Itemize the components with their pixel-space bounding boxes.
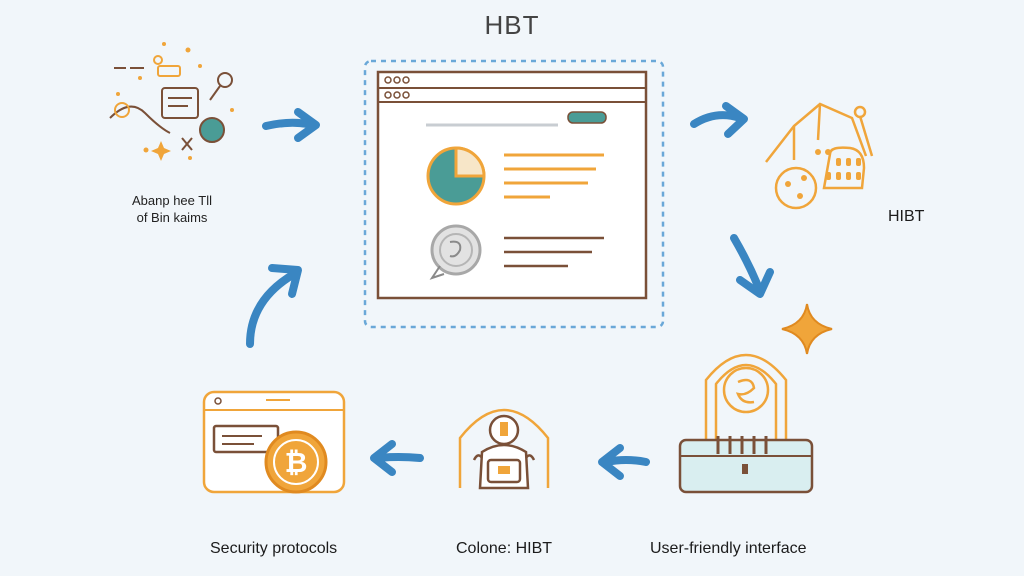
text-lines-brown	[504, 236, 604, 268]
svg-text:₿: ₿	[285, 447, 308, 478]
bitcoin-wallet-icon: ₿	[202, 390, 346, 494]
text-lines-orange	[504, 153, 604, 199]
arrow-down-right	[730, 234, 774, 298]
bottom-center-caption: Colone: HIBT	[456, 540, 553, 557]
arrow-left-bottom-right	[598, 444, 650, 480]
star-icon	[781, 303, 833, 355]
dome-coin-device-icon	[678, 353, 814, 494]
arrow-up-left	[246, 264, 302, 348]
top-left-caption-line1: Abanp hee Tll	[132, 193, 212, 208]
silver-coin-icon	[429, 224, 482, 280]
pie-chart-icon	[426, 146, 486, 206]
basket-coins-icon	[765, 102, 874, 210]
right-label: HIBT	[888, 208, 925, 225]
arrow-left-bottom-center	[370, 440, 424, 476]
bottom-left-caption: Security protocols	[210, 540, 338, 557]
arrow-right-top-right	[690, 102, 748, 138]
top-left-caption: Abanp hee Tll of Bin kaims	[112, 192, 232, 226]
browser-window-icon	[363, 59, 665, 329]
sparkle-scatter-icon	[109, 42, 234, 161]
top-left-caption-line2: of Bin kaims	[136, 210, 208, 225]
page-title: HBT	[484, 10, 540, 40]
bottom-right-caption: User-friendly interface	[650, 540, 807, 557]
safe-person-icon	[458, 408, 550, 490]
arrow-right-top-left	[262, 108, 320, 142]
